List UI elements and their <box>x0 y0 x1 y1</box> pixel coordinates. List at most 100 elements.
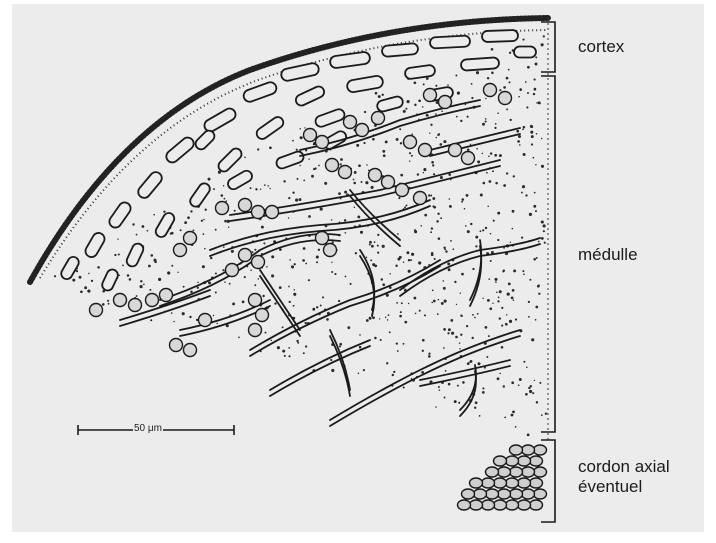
stipple-dot <box>339 346 341 348</box>
stipple-dot <box>543 224 546 227</box>
stipple-dot <box>266 266 268 268</box>
algal-cell <box>484 84 497 97</box>
stipple-dot <box>443 140 446 143</box>
stipple-dot <box>510 119 512 121</box>
stipple-dot <box>232 302 235 305</box>
algal-cell <box>382 176 395 189</box>
axial-cord-cell <box>530 456 543 466</box>
stipple-dot <box>282 326 284 328</box>
stipple-dot <box>277 346 280 349</box>
stipple-dot <box>413 297 416 300</box>
algal-cell <box>170 339 183 352</box>
stipple-dot <box>389 273 390 274</box>
stipple-dot <box>355 252 357 254</box>
stipple-dot <box>496 291 498 293</box>
stipple-dot <box>234 210 236 212</box>
stipple-dot <box>372 263 375 266</box>
stipple-dot <box>262 295 264 297</box>
stipple-dot <box>171 232 174 235</box>
stipple-dot <box>490 152 492 154</box>
stipple-dot <box>361 181 363 183</box>
stipple-dot <box>396 302 398 304</box>
stipple-dot <box>117 238 118 239</box>
stipple-dot <box>250 187 252 189</box>
stipple-dot <box>406 204 408 206</box>
stipple-dot <box>501 346 504 349</box>
stipple-dot <box>443 328 446 331</box>
stipple-dot <box>507 293 510 296</box>
stipple-dot <box>347 326 350 329</box>
algal-cell <box>396 184 409 197</box>
algal-cell <box>439 96 452 109</box>
stipple-dot <box>143 283 145 285</box>
algal-cell <box>184 344 197 357</box>
stipple-dot <box>506 172 508 174</box>
algal-cell <box>414 192 427 205</box>
stipple-dot <box>513 175 515 177</box>
stipple-dot <box>215 229 217 231</box>
stipple-dot <box>177 272 178 273</box>
algal-cell <box>326 159 339 172</box>
stipple-dot <box>300 136 302 138</box>
stipple-dot <box>497 300 499 302</box>
cortex-hypha <box>482 30 518 42</box>
stipple-dot <box>519 378 522 381</box>
stipple-dot <box>410 259 412 261</box>
label-cordon-line2: éventuel <box>578 477 670 497</box>
stipple-dot <box>422 350 424 352</box>
cortex-hypha <box>100 268 119 293</box>
stipple-dot <box>508 81 510 83</box>
algal-cell <box>499 92 512 105</box>
algal-cell <box>339 166 352 179</box>
axial-cord-cell <box>518 478 531 488</box>
stipple-dot <box>173 321 175 323</box>
stipple-dot <box>122 264 124 266</box>
cortex-hypha <box>275 150 305 170</box>
stipple-dot <box>543 230 545 232</box>
stipple-dot <box>140 280 142 282</box>
stipple-dot <box>269 146 272 149</box>
label-medulle: médulle <box>578 245 638 265</box>
stipple-dot <box>487 77 489 79</box>
stipple-dot <box>296 340 298 342</box>
stipple-dot <box>409 160 410 161</box>
stipple-dot <box>503 385 505 387</box>
stipple-dot <box>308 215 311 218</box>
stipple-dot <box>293 305 295 307</box>
stipple-dot <box>405 289 407 291</box>
stipple-dot <box>480 194 483 197</box>
stipple-dot <box>288 286 290 288</box>
axial-cord-cell <box>482 500 495 510</box>
stipple-dot <box>414 81 417 84</box>
stipple-dot <box>250 270 252 272</box>
stipple-dot <box>80 290 83 293</box>
stipple-dot <box>263 242 265 244</box>
stipple-dot <box>474 317 476 319</box>
stipple-dot <box>499 317 501 319</box>
algal-cell <box>252 206 265 219</box>
stipple-dot <box>223 185 225 187</box>
stipple-dot <box>477 160 480 163</box>
stipple-dot <box>344 191 347 194</box>
algal-cell <box>174 244 187 257</box>
stipple-dot <box>535 306 538 309</box>
stipple-dot <box>183 286 185 288</box>
stipple-dot <box>512 228 514 230</box>
stipple-dot <box>366 319 369 322</box>
axial-cord-cell <box>530 500 543 510</box>
stipple-dot <box>118 253 120 255</box>
stipple-dot <box>503 86 506 89</box>
stipple-dot <box>305 263 307 265</box>
stipple-dot <box>375 92 378 95</box>
stipple-dot <box>320 208 323 211</box>
stipple-dot <box>303 180 305 182</box>
stipple-dot <box>400 174 403 177</box>
stipple-dot <box>518 135 521 138</box>
medulla-hypha <box>430 128 520 150</box>
stipple-dot <box>205 209 207 211</box>
stipple-dot <box>445 250 447 252</box>
stipple-dot <box>534 380 535 381</box>
stipple-dot <box>153 214 155 216</box>
stipple-dot <box>208 281 211 284</box>
stipple-dot <box>302 259 305 262</box>
